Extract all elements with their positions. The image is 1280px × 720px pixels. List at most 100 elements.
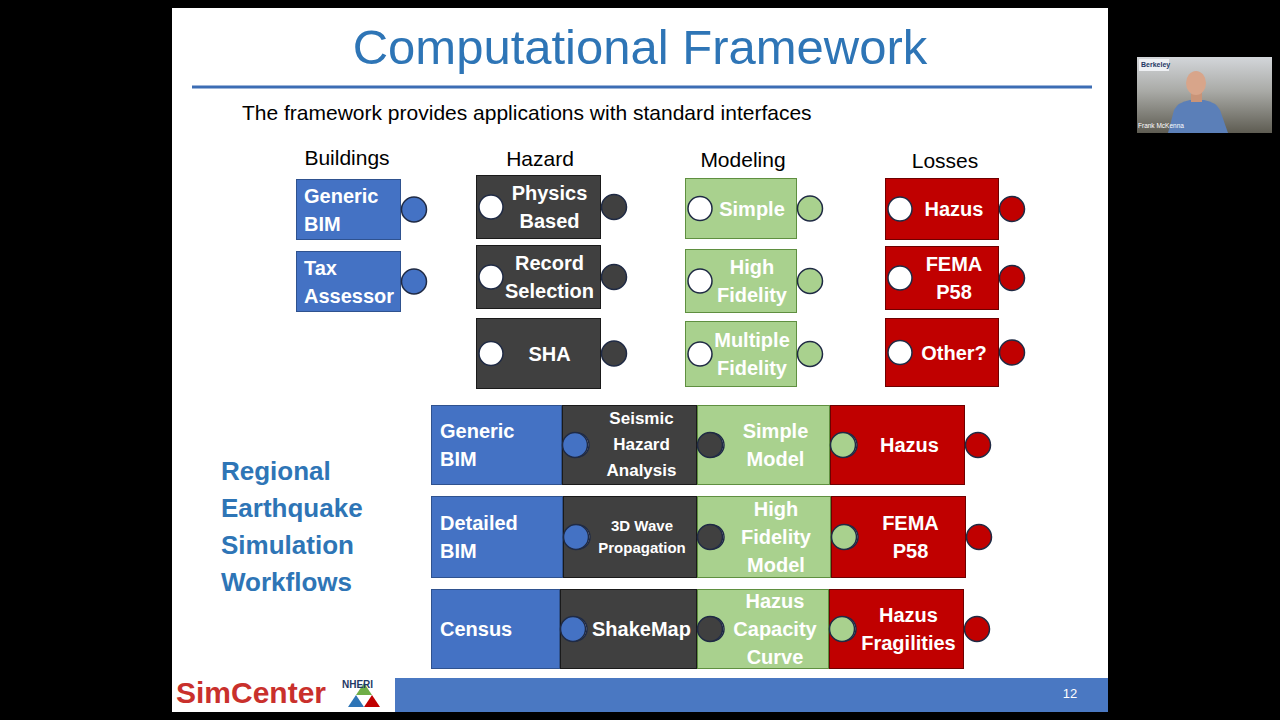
piece-body [297, 180, 401, 240]
text-label: Berkeley [1141, 61, 1181, 69]
piece-knob [698, 433, 723, 458]
piece-socket [888, 266, 912, 290]
piece-socket [688, 197, 712, 221]
piece-body [432, 590, 560, 669]
piece-knob [967, 525, 992, 550]
piece-label: Physics Based [502, 179, 597, 235]
piece-knob [698, 525, 723, 550]
piece-body [832, 497, 966, 578]
piece-knob [1000, 340, 1025, 365]
piece-knob [832, 525, 857, 550]
puzzle-piece: Physics Based [476, 175, 601, 239]
webcam-view [1137, 57, 1272, 133]
text-label: Regional Earthquake Simulation Workflows [221, 453, 386, 601]
piece-body [686, 179, 797, 239]
piece-body [698, 406, 830, 485]
slide-title: Computational Framework [240, 17, 1040, 77]
piece-knob [831, 433, 856, 458]
piece-knob [1000, 197, 1025, 222]
piece-knob [698, 617, 723, 642]
puzzle-piece: Multiple Fidelity [685, 321, 797, 387]
text-label: Losses [885, 148, 1005, 174]
piece-body [830, 590, 964, 669]
text-label: Frank McKenna [1138, 122, 1208, 130]
webcam-frame [1137, 57, 1272, 133]
puzzle-piece: Generic BIM [431, 405, 562, 485]
piece-label: FEMA P58 [913, 250, 995, 306]
piece-label: Hazus Fragilities [857, 601, 960, 657]
piece-body [886, 247, 999, 310]
piece-label: Generic BIM [440, 417, 530, 473]
piece-body [564, 497, 697, 578]
piece-label: Tax Assessor [304, 254, 395, 310]
piece-label: FEMA P58 [871, 509, 951, 565]
piece-body [477, 319, 601, 389]
text-label: SimCenter [176, 675, 351, 711]
text-label: The framework provides applications with… [242, 100, 1002, 126]
puzzle-piece: Record Selection [476, 245, 601, 309]
piece-label: Seismic Hazard Analysis [590, 406, 693, 484]
piece-knob [798, 342, 823, 367]
piece-socket [700, 433, 724, 457]
piece-knob [602, 341, 627, 366]
puzzle-piece: Hazus [885, 178, 999, 240]
piece-body [477, 176, 601, 239]
piece-knob [965, 617, 990, 642]
piece-label: 3D Wave Propagation [591, 515, 693, 559]
piece-body [886, 179, 999, 240]
piece-knob [561, 617, 586, 642]
slide-area [172, 8, 1108, 712]
piece-knob [402, 197, 427, 222]
piece-label: Generic BIM [304, 182, 395, 238]
piece-socket [688, 342, 712, 366]
puzzle-outline [431, 405, 562, 485]
piece-label: High Fidelity Model [725, 495, 827, 579]
piece-socket [832, 617, 856, 641]
puzzle-piece: Tax Assessor [296, 251, 401, 312]
piece-label: SHA [528, 340, 570, 368]
piece-socket [479, 342, 503, 366]
puzzle-piece: FEMA P58 [885, 246, 999, 310]
text-label: Hazard [480, 146, 600, 172]
puzzle-piece: High Fidelity [685, 249, 797, 313]
puzzle-piece: Simple [685, 178, 797, 239]
piece-socket [833, 433, 857, 457]
piece-label: High Fidelity [711, 253, 793, 309]
piece-knob [563, 433, 588, 458]
piece-label: ShakeMap [592, 615, 691, 643]
piece-label: Hazus [925, 195, 984, 223]
piece-knob [602, 265, 627, 290]
piece-knob [564, 525, 589, 550]
piece-socket [563, 617, 587, 641]
piece-socket [479, 195, 503, 219]
piece-label: Hazus [880, 431, 939, 459]
piece-label: Census [440, 615, 512, 643]
piece-body [477, 246, 601, 309]
piece-body [686, 322, 797, 387]
piece-knob [1000, 266, 1025, 291]
piece-body [432, 497, 563, 578]
piece-body [563, 406, 697, 485]
text-label: 12 [1050, 686, 1090, 702]
footer-bar [395, 678, 1108, 712]
text-label: Buildings [287, 145, 407, 171]
piece-knob [798, 269, 823, 294]
puzzle-piece: Detailed BIM [431, 496, 563, 578]
piece-socket [688, 269, 712, 293]
puzzle-piece: SHA [476, 318, 601, 389]
piece-body [831, 406, 965, 485]
piece-knob [966, 433, 991, 458]
piece-knob [830, 617, 855, 642]
piece-knob [402, 269, 427, 294]
logo-triangle [364, 695, 380, 707]
piece-body [561, 590, 697, 669]
puzzle-outline [431, 496, 563, 578]
piece-socket [565, 433, 589, 457]
piece-body [297, 252, 401, 312]
text-label: Modeling [683, 147, 803, 173]
person-head [1186, 71, 1206, 95]
text-label: NHERI [342, 679, 382, 691]
piece-knob [798, 196, 823, 221]
piece-body [886, 319, 999, 387]
